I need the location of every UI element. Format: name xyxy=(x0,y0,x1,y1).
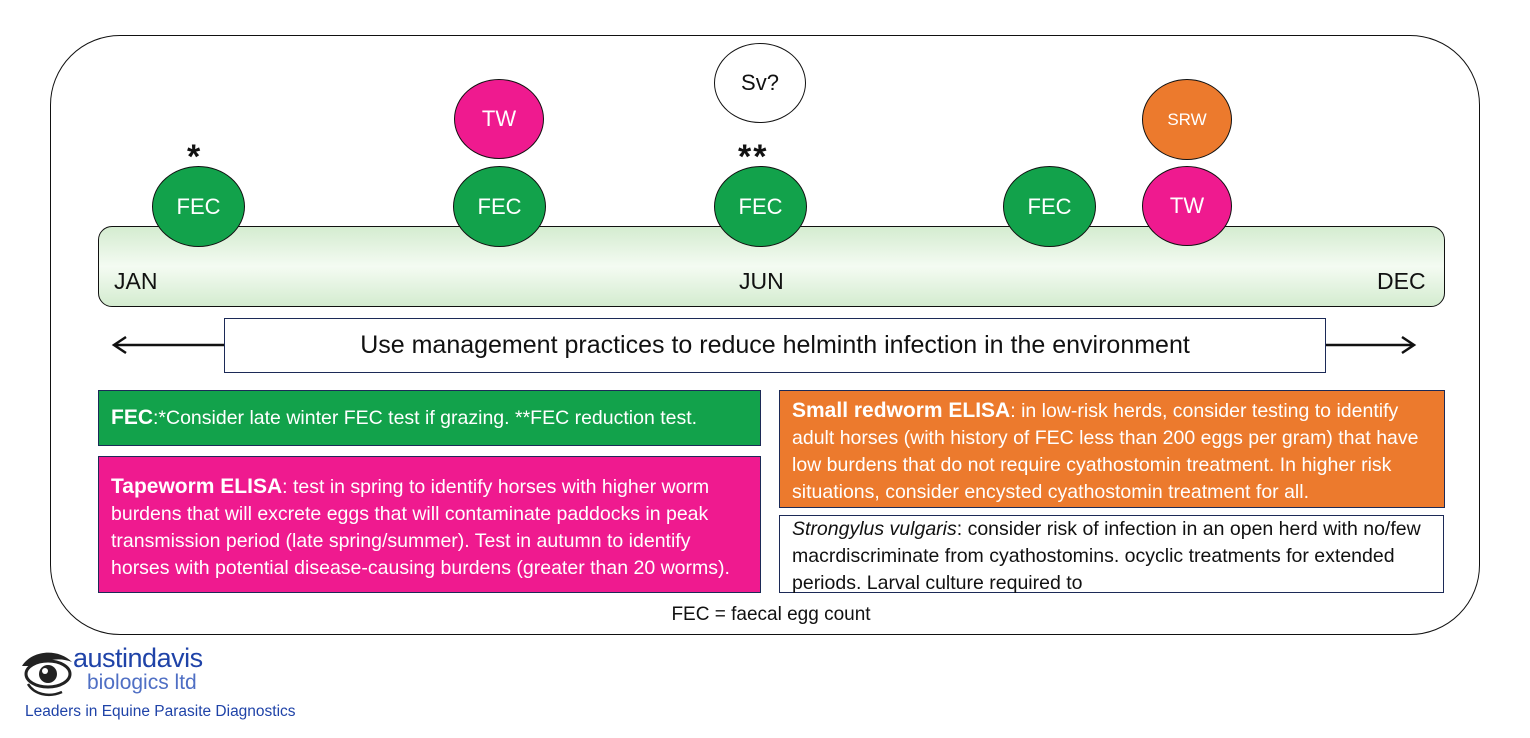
fec-circle-jan: FEC xyxy=(152,166,245,247)
tw-circle-autumn: TW xyxy=(1142,166,1232,246)
month-jan: JAN xyxy=(114,268,158,294)
fec-circle-jun: FEC xyxy=(714,166,807,247)
diagram-frame xyxy=(50,35,1480,635)
sv-label: Sv? xyxy=(741,70,779,95)
srw-circle: SRW xyxy=(1142,79,1232,160)
single-asterisk: * xyxy=(187,138,203,176)
tapeworm-box-text: : test in spring to identify horses with… xyxy=(111,476,730,579)
fec-circle-autumn: FEC xyxy=(1003,166,1096,247)
tw-label: TW xyxy=(481,106,517,131)
management-banner: Use management practices to reduce helmi… xyxy=(224,318,1326,373)
strongylus-box-text: : consider risk of infection in an open … xyxy=(792,518,1421,594)
fec-label: FEC xyxy=(477,193,522,219)
fec-label: FEC xyxy=(176,193,221,219)
brand-subname: biologics ltd xyxy=(87,671,197,694)
month-dec: DEC xyxy=(1377,268,1426,294)
month-jun: JUN xyxy=(739,268,784,294)
redworm-box-title: Small redworm ELISA xyxy=(792,399,1011,422)
fec-circle-spring: FEC xyxy=(453,166,546,247)
brand-tagline: Leaders in Equine Parasite Diagnostics xyxy=(25,703,296,720)
management-text: Use management practices to reduce helmi… xyxy=(360,331,1190,359)
redworm-info-box: Small redworm ELISA: in low-risk herds, … xyxy=(779,390,1445,508)
tapeworm-info-box: Tapeworm ELISA: test in spring to identi… xyxy=(98,456,761,593)
fec-label: FEC xyxy=(738,193,783,219)
fec-box-text: :*Consider late winter FEC test if grazi… xyxy=(153,407,698,429)
eye-logo-icon xyxy=(22,652,72,696)
footnote: FEC = faecal egg count xyxy=(671,604,871,625)
fec-box-title: FEC xyxy=(111,406,153,429)
fec-info-box: FEC:*Consider late winter FEC test if gr… xyxy=(98,390,761,446)
tw-label: TW xyxy=(1169,193,1205,218)
strongylus-info-box: Strongylus vulgaris: consider risk of in… xyxy=(779,515,1444,594)
tw-circle-spring: TW xyxy=(454,79,544,159)
sv-circle: Sv? xyxy=(714,43,806,123)
tapeworm-box-title: Tapeworm ELISA xyxy=(111,475,283,498)
brand-name: austindavis xyxy=(73,643,203,673)
fec-label: FEC xyxy=(1027,193,1072,219)
redworm-box-text: : in low-risk herds, consider testing to… xyxy=(792,400,1419,503)
srw-label: SRW xyxy=(1167,109,1207,129)
strongylus-box-title: Strongylus vulgaris xyxy=(792,518,957,540)
